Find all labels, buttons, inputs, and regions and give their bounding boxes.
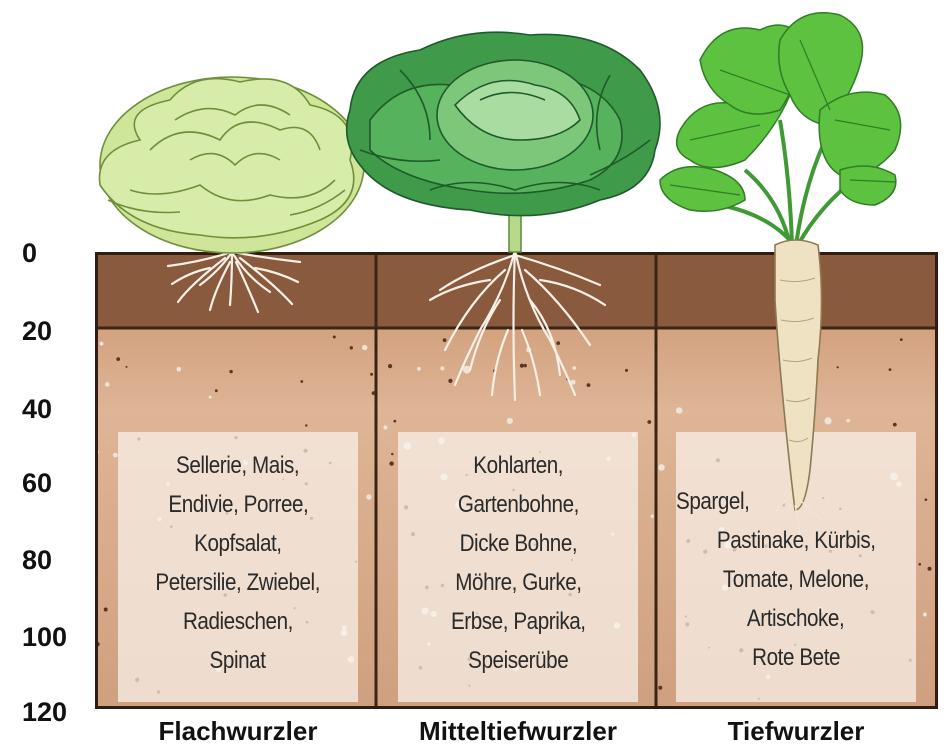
column-title-tiefwurzler: Tiefwurzler [676,716,916,750]
column-title-mitteltiefwurzler: Mitteltiefwurzler [378,716,658,750]
parsnip-leaves [660,13,901,211]
column-title-flachwurzler: Flachwurzler [118,716,358,750]
